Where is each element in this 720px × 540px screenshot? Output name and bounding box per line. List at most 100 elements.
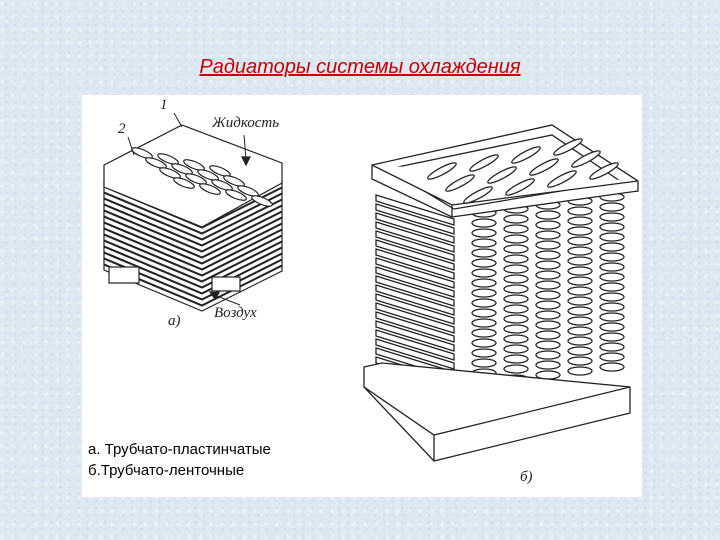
tube-slot bbox=[529, 158, 559, 176]
ribbon-loop bbox=[471, 288, 497, 298]
ribbon-loop bbox=[567, 216, 593, 226]
ribbon-loop bbox=[567, 306, 593, 316]
ribbon-fin bbox=[375, 320, 455, 352]
ribbon-fin bbox=[375, 293, 455, 325]
tube-ribbon-radiator bbox=[363, 124, 639, 462]
ribbon-loop bbox=[471, 328, 497, 338]
label-figure-a: а) bbox=[168, 313, 181, 329]
fin-plate bbox=[103, 234, 283, 282]
ribbon-loop bbox=[535, 290, 561, 300]
tube-ovals-a bbox=[131, 147, 273, 207]
ribbon-loop bbox=[503, 234, 529, 244]
ribbon-loop bbox=[503, 274, 529, 284]
ribbon-loop bbox=[503, 344, 529, 354]
ribbon-loop bbox=[599, 262, 625, 272]
ribbon-fin bbox=[375, 257, 455, 289]
ribbon-loop bbox=[599, 272, 625, 282]
ribbon-loop bbox=[503, 214, 529, 224]
ribbon-loop bbox=[503, 284, 529, 294]
tube-slot bbox=[571, 150, 601, 168]
label-air: Воздух bbox=[214, 305, 257, 321]
ribbon-loop bbox=[503, 304, 529, 314]
label-liquid: Жидкость bbox=[212, 115, 280, 131]
tube-oval bbox=[209, 165, 231, 177]
ribbon-loop bbox=[535, 300, 561, 310]
ribbon-loop bbox=[599, 352, 625, 362]
ribbon-loop bbox=[503, 224, 529, 234]
tube-slot bbox=[589, 162, 619, 180]
tube-oval bbox=[251, 195, 273, 207]
ribbon-loop bbox=[599, 332, 625, 342]
ribbon-loop bbox=[599, 302, 625, 312]
ribbon-loop bbox=[567, 346, 593, 356]
ribbon-fin bbox=[375, 230, 455, 262]
ribbon-loop bbox=[567, 246, 593, 256]
slide-title: Радиаторы системы охлаждения bbox=[199, 56, 521, 78]
tube-oval bbox=[173, 177, 195, 189]
ribbon-loop bbox=[567, 226, 593, 236]
caption: а. Трубчато-пластинчатые б.Трубчато-лент… bbox=[88, 439, 271, 481]
ribbon-loop bbox=[535, 250, 561, 260]
label-figure-b: б) bbox=[520, 469, 533, 485]
ribbon-loop bbox=[567, 206, 593, 216]
ribbon-loop bbox=[471, 338, 497, 348]
ribbon-loop bbox=[567, 336, 593, 346]
ribbon-loop bbox=[567, 256, 593, 266]
ribbon-loop bbox=[599, 202, 625, 212]
tube-slot bbox=[553, 138, 583, 156]
caption-line-a: а. Трубчато-пластинчатые bbox=[88, 441, 271, 458]
ribbon-loop bbox=[599, 252, 625, 262]
ribbon-loop bbox=[535, 350, 561, 360]
fin-plate bbox=[103, 198, 283, 246]
ribbon-loop bbox=[599, 362, 625, 372]
fin-plate bbox=[103, 186, 283, 234]
ribbon-loop bbox=[599, 312, 625, 322]
ribbon-loop bbox=[503, 254, 529, 264]
ribbon-fin bbox=[375, 239, 455, 271]
fin-plate bbox=[103, 216, 283, 264]
ribbon-loop bbox=[471, 308, 497, 318]
ribbon-fin bbox=[375, 338, 455, 370]
ribbon-loop bbox=[471, 278, 497, 288]
ribbon-loop bbox=[471, 318, 497, 328]
fin-plate bbox=[103, 210, 283, 258]
ribbon-fin bbox=[375, 284, 455, 316]
ribbon-loop bbox=[599, 292, 625, 302]
ribbon-loop bbox=[567, 316, 593, 326]
ribbon-loop bbox=[471, 228, 497, 238]
tube-slot bbox=[469, 154, 499, 172]
tube-oval bbox=[237, 185, 259, 197]
ribbon-loop bbox=[471, 268, 497, 278]
fin-plate bbox=[103, 204, 283, 252]
ribbon-loop bbox=[503, 314, 529, 324]
ribbon-fin bbox=[375, 329, 455, 361]
ribbon-loop bbox=[599, 242, 625, 252]
ribbon-loop bbox=[471, 248, 497, 258]
tube-oval bbox=[145, 157, 167, 169]
fin-plate bbox=[103, 228, 283, 276]
ribbon-fin bbox=[375, 203, 455, 235]
ribbon-loop bbox=[535, 270, 561, 280]
ribbon-fin bbox=[375, 275, 455, 307]
ribbon-loop bbox=[535, 330, 561, 340]
ribbon-loop bbox=[503, 264, 529, 274]
ribbon-loop bbox=[599, 322, 625, 332]
ribbon-fin bbox=[375, 266, 455, 298]
ribbon-loop bbox=[471, 258, 497, 268]
ribbon-loop bbox=[471, 348, 497, 358]
ribbon-loop bbox=[471, 238, 497, 248]
tube-oval bbox=[159, 167, 181, 179]
tube-oval bbox=[185, 173, 207, 185]
ribbon-loop bbox=[567, 276, 593, 286]
ribbon-loop bbox=[535, 340, 561, 350]
ribbon-loop bbox=[599, 342, 625, 352]
ribbon-loop bbox=[567, 366, 593, 376]
ribbon-loop bbox=[503, 244, 529, 254]
label-number-2: 2 bbox=[118, 121, 126, 137]
ribbon-loop bbox=[567, 266, 593, 276]
ribbon-loop bbox=[535, 280, 561, 290]
tube-slot bbox=[487, 166, 517, 184]
ribbon-loop bbox=[567, 296, 593, 306]
ribbon-loop bbox=[471, 358, 497, 368]
ribbon-loop bbox=[503, 324, 529, 334]
